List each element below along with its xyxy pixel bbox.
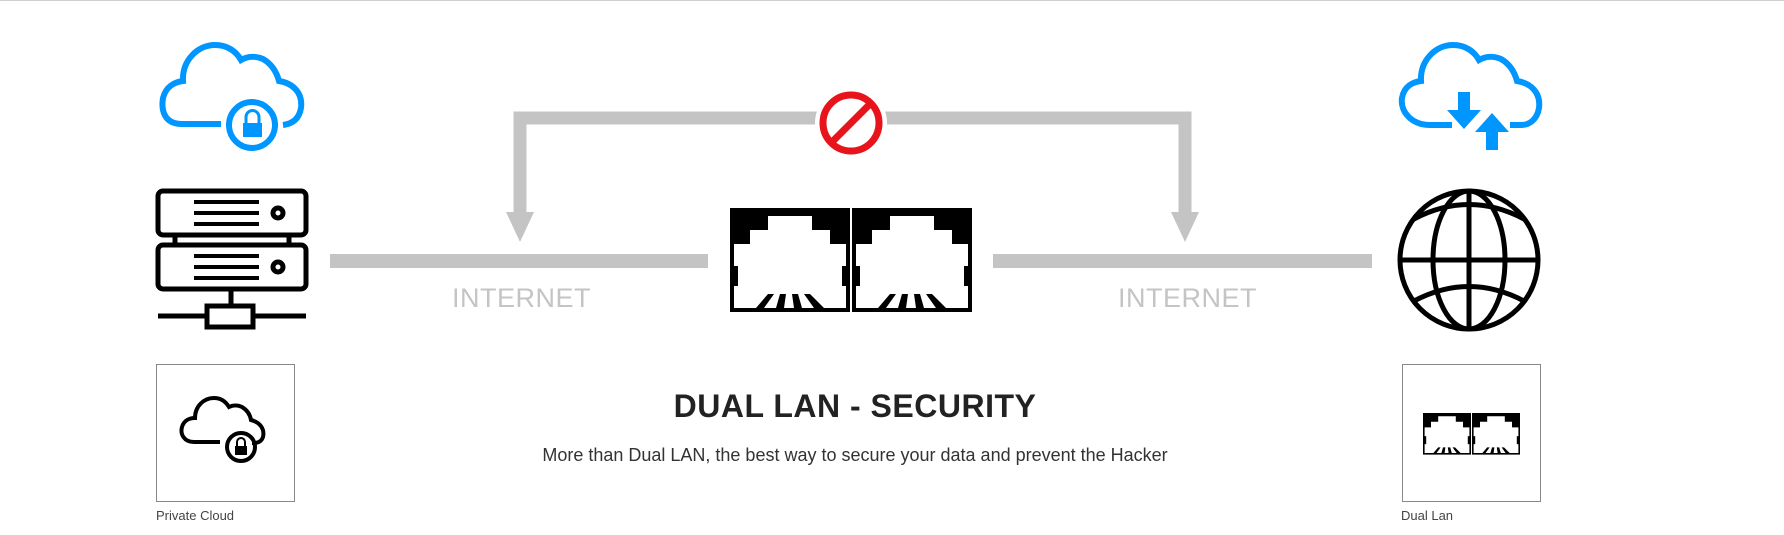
- top-divider: [0, 0, 1784, 1]
- left-internet-label: INTERNET: [452, 283, 591, 313]
- private-cloud-caption: Private Cloud: [156, 508, 235, 523]
- globe-icon: [1397, 188, 1541, 332]
- right-link-line: [993, 254, 1372, 268]
- left-link-line: [330, 254, 708, 268]
- server-icon: [155, 188, 309, 330]
- private-cloud-card[interactable]: [156, 364, 295, 502]
- arrow-head-right: [1171, 212, 1199, 242]
- page-title: DUAL LAN - SECURITY: [673, 388, 1037, 424]
- right-internet-label: INTERNET: [1118, 283, 1257, 313]
- prohibited-icon: [815, 87, 887, 159]
- dual-lan-caption: Dual Lan: [1401, 508, 1454, 523]
- cloud-lock-icon: [159, 41, 305, 151]
- dual-lan-card[interactable]: [1402, 364, 1541, 502]
- dual-rj45-port-icon: [730, 208, 972, 312]
- arrow-head-left: [506, 212, 534, 242]
- cloud-sync-icon: [1398, 41, 1543, 150]
- lock-icon: [243, 109, 262, 137]
- page-subtitle: More than Dual LAN, the best way to secu…: [542, 445, 1168, 465]
- cloud-lock-outline-icon: [179, 395, 266, 463]
- dual-rj45-port-small-icon: [1423, 412, 1520, 455]
